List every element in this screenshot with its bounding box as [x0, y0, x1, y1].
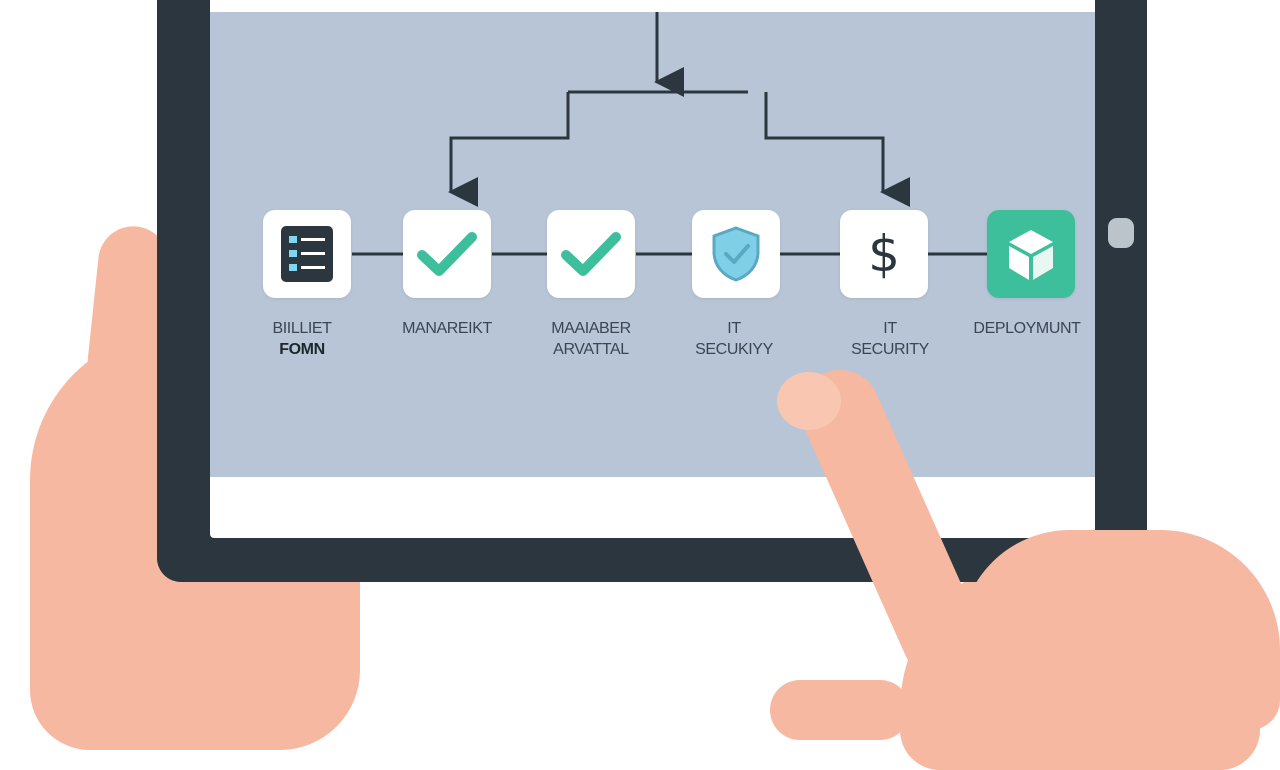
tablet-home-button[interactable]	[1108, 218, 1134, 248]
step-form-card[interactable]	[263, 210, 351, 298]
step-manager-label: MANAREIKT	[402, 320, 492, 337]
fingertip	[777, 372, 841, 430]
step-manager-approval-card[interactable]	[547, 210, 635, 298]
step-it-security-label: IT SECUKIYY	[695, 320, 773, 358]
right-hand-fingers	[960, 530, 1280, 730]
checkmark-icon	[417, 232, 477, 276]
step-deployment-label: DEPLOYMUNT	[973, 320, 1081, 337]
step-it-security-card[interactable]	[692, 210, 780, 298]
branch-arrow-left-path	[448, 92, 570, 207]
step-manager-approval-label: MAAIABER ARVATTAL	[551, 320, 631, 358]
shield-check-icon	[712, 226, 760, 282]
workflow-canvas	[210, 12, 1095, 477]
step-it-security-finance-label: IT SECURITY	[851, 320, 929, 358]
tablet-screen	[210, 0, 1095, 538]
checkmark-icon	[561, 232, 621, 276]
dollar-icon: $	[868, 225, 900, 283]
step-deployment-card[interactable]	[987, 210, 1075, 298]
workflow-connectors	[352, 12, 988, 256]
step-it-security-finance-card[interactable]: $	[840, 210, 928, 298]
checklist-form-icon	[281, 226, 333, 282]
branch-arrow-right-path	[764, 92, 910, 207]
right-hand-thumb	[770, 680, 910, 740]
step-form-label: BIILLIET FOMN	[272, 320, 332, 358]
step-manager-card[interactable]	[403, 210, 491, 298]
cube-icon	[1009, 230, 1053, 280]
